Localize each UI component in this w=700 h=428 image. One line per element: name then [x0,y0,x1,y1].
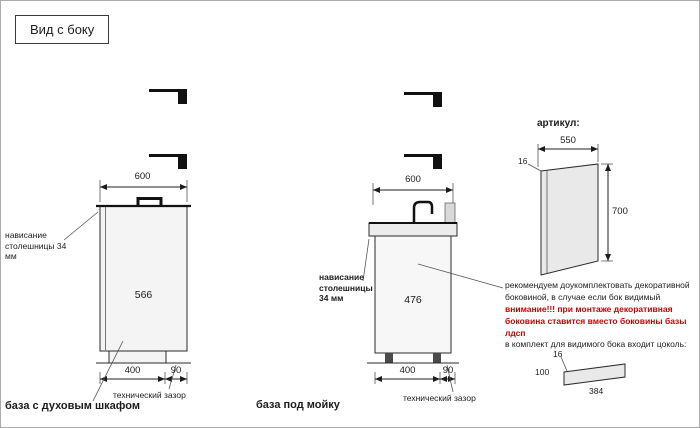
counter-profile-icon [404,92,442,95]
cabinet-foot [385,353,393,363]
panel-note-2: в комплект для видимого бока входит цоко… [505,339,687,350]
oven-body-height-dim: 566 [134,289,153,301]
page-title: Вид с боку [15,15,110,44]
counter-profile-icon [178,154,187,169]
sink-countertop [368,222,458,237]
sink-overhang-label: нависание столешницы 34 мм [319,272,373,304]
side-panel-drawing [417,144,613,289]
sink-gap-depth-dim: 90 [442,365,454,376]
counter-profile-icon [178,89,187,104]
plinth-length-dim: 384 [589,386,604,396]
counter-profile-icon [404,154,442,157]
decorative-side-panel [540,163,599,276]
cabinet-foot [433,353,441,363]
sink-tech-gap-label: технический зазор [403,393,476,403]
panel-warning: внимание!!! при монтаже декоративная бок… [505,303,687,338]
panel-thickness-dim: 16 [518,156,528,166]
oven-base-caption: база с духовым шкафом [5,400,140,412]
plinth-thickness-dim: 16 [553,349,563,359]
oven-plinth-depth-dim: 400 [124,365,141,376]
plinth-part-drawing [560,356,626,386]
sink-body-height-dim: 476 [404,294,422,306]
sink-top-width-dim: 600 [405,174,421,185]
artikul-heading: артикул: [537,118,580,129]
counter-profile-icon [149,89,187,92]
oven-cabinet-body [99,205,188,352]
plinth-strip [563,363,626,386]
panel-width-dim: 550 [560,135,576,146]
sink-base-drawing [362,92,459,393]
oven-top-width-dim: 600 [134,171,151,182]
oven-gap-depth-dim: 90 [170,365,182,376]
oven-plinth [108,350,167,364]
sink-cabinet-body [374,235,452,354]
oven-handle-icon [136,197,163,205]
plinth-height-dim: 100 [535,367,550,377]
counter-profile-icon [149,154,187,157]
oven-base-drawing [63,89,191,402]
faucet-icon [412,200,434,222]
counter-profile-icon [433,92,442,107]
oven-overhang-label: нависание столешницы 34 мм [5,230,67,262]
sink-base-caption: база под мойку [256,399,340,411]
counter-profile-icon [433,154,442,169]
sink-splash [444,202,456,224]
sink-plinth-depth-dim: 400 [399,365,416,376]
panel-height-dim: 700 [612,206,628,217]
panel-notes: рекомендуем доукомплектовать декоративно… [505,280,699,351]
panel-note-1: рекомендуем доукомплектовать декоративно… [505,280,690,302]
oven-tech-gap-label: технический зазор [113,390,186,400]
